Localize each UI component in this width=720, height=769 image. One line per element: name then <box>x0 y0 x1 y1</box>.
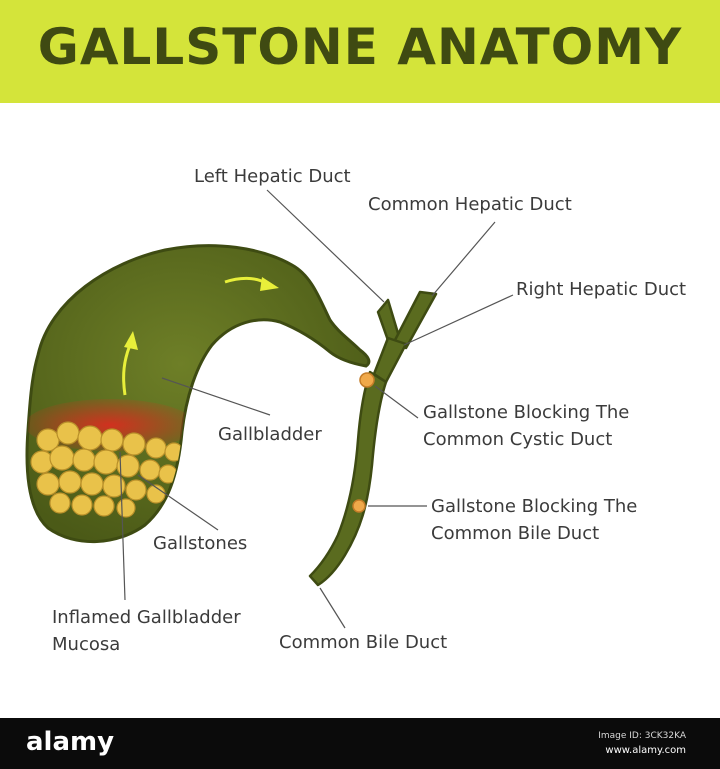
leader-gallbladder <box>161 377 271 416</box>
page-title: GALLSTONE ANATOMY <box>37 18 683 76</box>
label-common-hepatic-duct: Common Hepatic Duct <box>368 194 572 215</box>
title-banner <box>0 0 720 103</box>
bile-duct-stone <box>352 499 366 513</box>
label-right-hepatic-duct: Right Hepatic Duct <box>516 279 686 300</box>
label-left-hepatic-duct: Left Hepatic Duct <box>194 166 351 187</box>
site-url-text: www.alamy.com <box>605 745 686 756</box>
flow-arrow-icon <box>122 344 132 396</box>
label-inflamed-line1: Inflamed Gallbladder <box>52 607 241 628</box>
leader-cystic-stone <box>374 385 419 419</box>
common-bile-duct <box>308 370 388 587</box>
image-id-text: Image ID: 3CK32KA <box>598 731 686 741</box>
label-common-bile-duct: Common Bile Duct <box>279 632 447 653</box>
leader-inflamed <box>119 451 126 601</box>
leader-left-hepatic <box>266 189 385 303</box>
leader-common-bile <box>319 587 346 629</box>
leader-common-hepatic <box>431 221 496 297</box>
watermark-footer: alamy Image ID: 3CK32KA www.alamy.com <box>0 718 720 769</box>
label-gallstone-cystic-line2: Common Cystic Duct <box>423 429 612 450</box>
label-gallstones: Gallstones <box>153 533 247 554</box>
label-inflamed-line2: Mucosa <box>52 634 120 655</box>
leader-lines <box>119 189 514 629</box>
label-gallstone-bile-line2: Common Bile Duct <box>431 523 599 544</box>
gallbladder-contents <box>27 399 195 518</box>
flow-arrowhead-icon <box>124 331 138 350</box>
common-hepatic-duct <box>372 336 408 384</box>
gallstone-cluster <box>30 421 184 518</box>
leader-right-hepatic <box>403 294 514 346</box>
right-hepatic-duct <box>392 290 438 350</box>
leader-gallstones <box>137 474 219 531</box>
flow-arrowhead-icon <box>260 277 279 291</box>
alamy-logo: alamy <box>26 727 115 757</box>
label-gallstone-cystic-line1: Gallstone Blocking The <box>423 402 629 423</box>
cystic-duct-stone <box>359 372 375 388</box>
label-gallstone-bile-line1: Gallstone Blocking The <box>431 496 637 517</box>
bile-duct-system <box>308 290 438 587</box>
label-gallbladder: Gallbladder <box>218 424 322 445</box>
